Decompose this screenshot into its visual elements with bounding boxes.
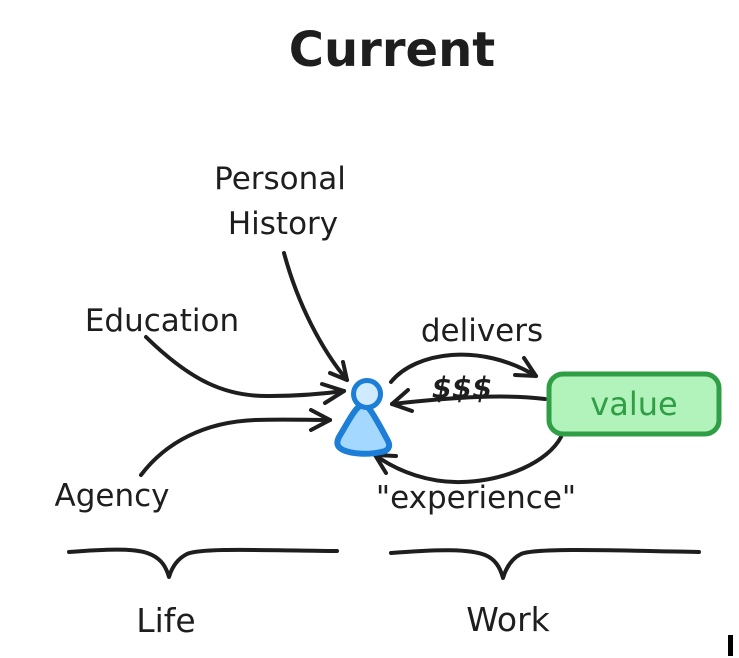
life-brace <box>67 547 339 579</box>
label-money: $$$ <box>432 371 493 405</box>
label-life: Life <box>136 601 195 640</box>
value-box <box>546 371 722 437</box>
text-cursor-artifact <box>728 635 733 656</box>
label-agency: Agency <box>55 478 170 514</box>
arrow-value-money-person <box>390 388 547 413</box>
person-figure <box>334 378 393 457</box>
arrow-agency-to-person <box>139 408 332 477</box>
value-box-label: value <box>590 385 677 423</box>
diagram-title-text: Current <box>289 22 495 78</box>
work-brace <box>389 548 701 580</box>
arrow-personal-history-to-person <box>282 251 349 382</box>
person-head <box>351 378 383 410</box>
label-experience: "experience" <box>376 480 576 516</box>
person-body <box>334 402 393 457</box>
label-education: Education <box>85 303 239 339</box>
label-personal-history-line1: Personal <box>214 161 346 197</box>
label-work: Work <box>466 600 550 639</box>
label-delivers: delivers <box>421 313 543 349</box>
arrow-value-experience-person <box>373 435 563 485</box>
label-personal-history-line2: History <box>228 206 338 242</box>
arrow-person-delivers-value <box>389 352 538 384</box>
arrow-education-to-person <box>144 335 346 405</box>
